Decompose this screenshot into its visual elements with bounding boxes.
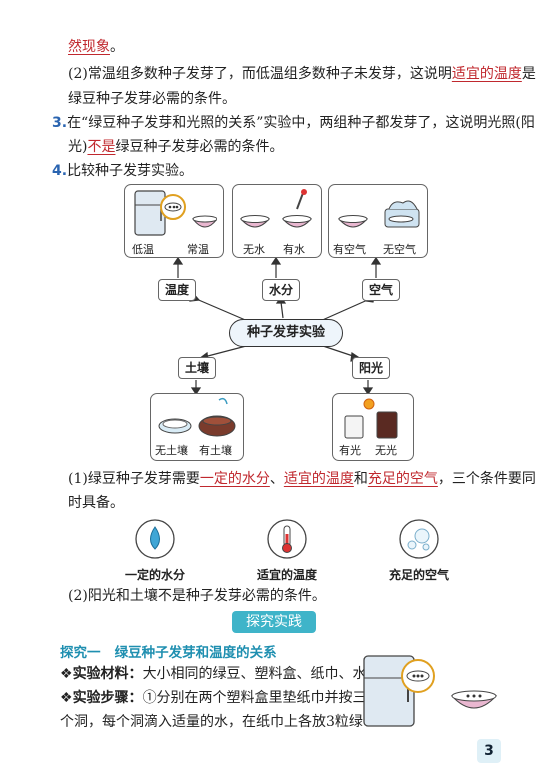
dishes-soil-illustration bbox=[158, 397, 236, 437]
label-with-air: 有空气 bbox=[333, 243, 366, 256]
node-temperature: 温度 bbox=[158, 279, 196, 301]
box-air: 有空气 无空气 bbox=[328, 184, 428, 258]
thermometer-icon bbox=[267, 519, 307, 559]
answer-handwriting: 充足的空气 bbox=[367, 471, 438, 487]
conclusion-2: (2)阳光和土壤不是种子发芽必需的条件。 bbox=[68, 586, 326, 606]
node-water: 水分 bbox=[262, 279, 300, 301]
text: (2)常温组多数种子发芽了，而低温组多数种子未发芽，这说明 bbox=[68, 66, 452, 82]
box-temperature: 低温 常温 bbox=[124, 184, 224, 258]
box-water: 无水 有水 bbox=[232, 184, 322, 258]
answer-handwriting: 不是 bbox=[87, 139, 116, 155]
text: 个洞，每个洞滴入适量的水，在纸巾上各放3粒绿 bbox=[60, 714, 363, 730]
fridge-and-dish-illustration bbox=[134, 190, 217, 236]
answer-handwriting: 一定的水分 bbox=[199, 471, 270, 487]
air-bubbles-icon bbox=[399, 519, 439, 559]
conclusion-1-line-1: (1)绿豆种子发芽需要一定的水分、适宜的温度和充足的空气，三个条件要同 bbox=[68, 469, 536, 489]
caption-temperature: 适宜的温度 bbox=[256, 568, 317, 582]
label-no-air: 无空气 bbox=[383, 243, 416, 256]
label-no-light: 无光 bbox=[375, 444, 397, 457]
section-label: 探究一 bbox=[60, 645, 101, 661]
steps-label: 实验步骤： bbox=[72, 690, 143, 706]
text: 大小相同的绿豆、塑料盒、纸巾、水等。 bbox=[142, 666, 395, 682]
label-no-soil: 无土壤 bbox=[155, 444, 188, 457]
water-drop-icon bbox=[135, 519, 175, 559]
cups-light-illustration bbox=[344, 398, 398, 439]
steps-line-2: 个洞，每个洞滴入适量的水，在纸巾上各放3粒绿 bbox=[60, 712, 363, 732]
question-3-line-2: 光)不是绿豆种子发芽必需的条件。 bbox=[68, 137, 283, 157]
text: 是 bbox=[521, 66, 536, 82]
text: ①分别在两个塑料盒里垫纸巾并按三 bbox=[142, 690, 367, 706]
materials-label: 实验材料： bbox=[72, 666, 143, 682]
page-number: 3 bbox=[477, 739, 501, 763]
dishes-water-illustration bbox=[239, 189, 313, 228]
section-title: 探究一 绿豆种子发芽和温度的关系 bbox=[60, 641, 277, 661]
text: 绿豆种子发芽必需的条件。 bbox=[115, 139, 284, 155]
label-with-water: 有水 bbox=[283, 243, 305, 256]
caption-water: 一定的水分 bbox=[124, 568, 185, 582]
bullet-icon: ❖ bbox=[60, 690, 73, 706]
text: 在“绿豆种子发芽和光照的关系”实验中，两组种子都发芽了，这说明光照(阳 bbox=[67, 115, 535, 131]
answer-handwriting: 适宜的温度 bbox=[451, 66, 522, 82]
box-soil: 无土壤 有土壤 bbox=[150, 393, 244, 461]
conclusion-1-line-2: 时具备。 bbox=[68, 493, 124, 513]
answer-handwriting: 适宜的温度 bbox=[283, 471, 354, 487]
section-banner: 探究实践 bbox=[232, 611, 316, 633]
question-3-line-1: 3.在“绿豆种子发芽和光照的关系”实验中，两组种子都发芽了，这说明光照(阳 bbox=[52, 113, 535, 133]
label-with-light: 有光 bbox=[339, 444, 361, 457]
node-air: 空气 bbox=[362, 279, 400, 301]
label-no-water: 无水 bbox=[243, 243, 265, 256]
text: 绿豆种子发芽必需的条件。 bbox=[68, 91, 236, 107]
text: (1)绿豆种子发芽需要 bbox=[68, 471, 200, 487]
text: 、 bbox=[269, 471, 284, 487]
caption-air: 充足的空气 bbox=[388, 568, 449, 582]
question-number: 3. bbox=[52, 115, 68, 131]
question-number: 4. bbox=[52, 163, 68, 179]
text: 比较种子发芽实验。 bbox=[67, 163, 194, 179]
text: ，三个条件要同 bbox=[437, 471, 536, 487]
label-low-temp: 低温 bbox=[132, 243, 154, 256]
section-heading: 绿豆种子发芽和温度的关系 bbox=[114, 645, 277, 661]
text: 光) bbox=[68, 139, 88, 155]
text: 和 bbox=[353, 471, 368, 487]
steps-line-1: ❖实验步骤：①分别在两个塑料盒里垫纸巾并按三 bbox=[60, 688, 367, 708]
center-node-seed-germination: 种子发芽实验 bbox=[229, 319, 343, 347]
node-soil: 土壤 bbox=[178, 357, 216, 379]
label-with-soil: 有土壤 bbox=[199, 444, 232, 457]
text: 。 bbox=[110, 39, 124, 55]
text: (2)阳光和土壤不是种子发芽必需的条件。 bbox=[68, 588, 326, 604]
dishes-air-illustration bbox=[337, 200, 420, 228]
label-normal-temp: 常温 bbox=[187, 243, 209, 256]
answer-handwriting: 然现象 bbox=[68, 39, 110, 55]
node-light: 阳光 bbox=[352, 357, 390, 379]
question-4: 4.比较种子发芽实验。 bbox=[52, 161, 193, 181]
box-light: 有光 无光 bbox=[332, 393, 414, 461]
fridge-dish-illustration bbox=[363, 655, 498, 727]
materials-line: ❖实验材料：大小相同的绿豆、塑料盒、纸巾、水等。 bbox=[60, 664, 395, 684]
bullet-icon: ❖ bbox=[60, 666, 73, 682]
intro-line-0: 然现象。 bbox=[68, 37, 124, 57]
intro-line-2: 绿豆种子发芽必需的条件。 bbox=[68, 89, 236, 109]
text: 时具备。 bbox=[68, 495, 124, 511]
intro-line-1: (2)常温组多数种子发芽了，而低温组多数种子未发芽，这说明适宜的温度是 bbox=[68, 64, 536, 84]
